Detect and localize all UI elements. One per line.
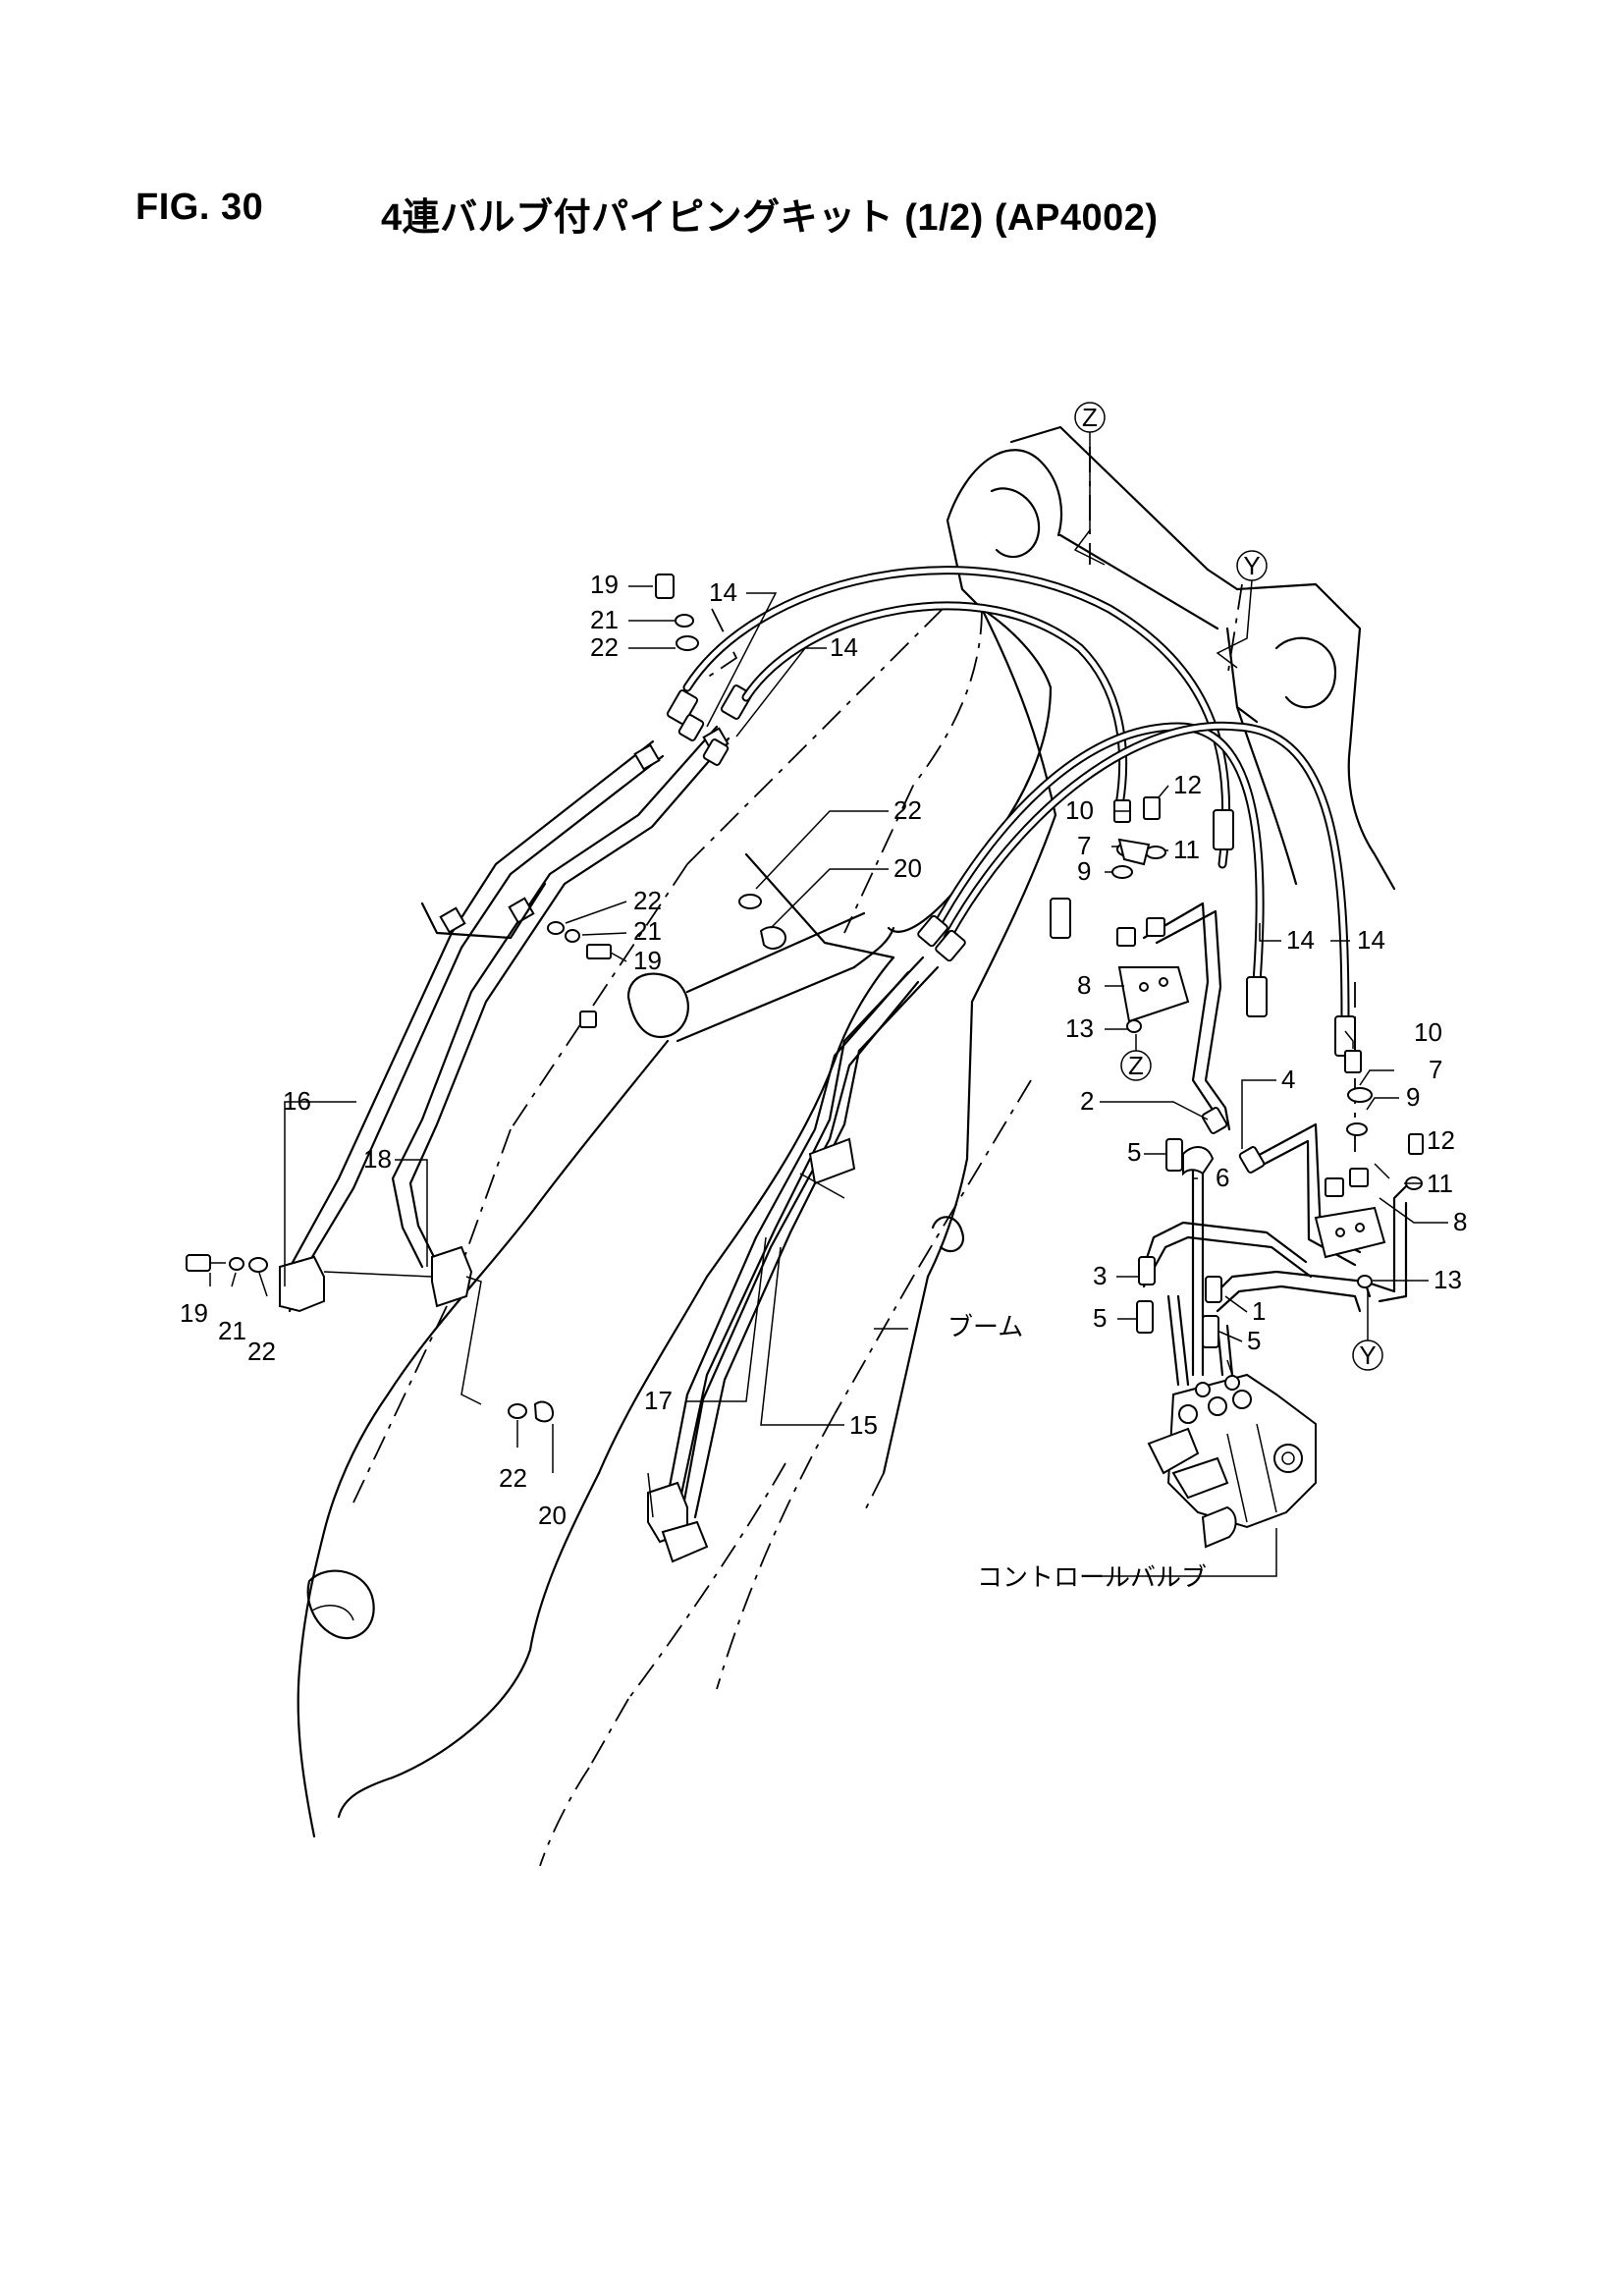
part-label-21-top: 21 [590, 605, 619, 634]
part-label-15: 15 [849, 1410, 878, 1440]
part-label-8-lower: 8 [1453, 1207, 1467, 1236]
part-label-16: 16 [283, 1086, 311, 1116]
part-label-12-upper: 12 [1173, 770, 1202, 799]
part-label-7-upper: 7 [1077, 831, 1091, 860]
part-label-12-lower: 12 [1427, 1125, 1455, 1155]
part-label-17: 17 [644, 1386, 673, 1415]
part-label-6: 6 [1216, 1163, 1229, 1192]
part-label-8-upper: 8 [1077, 970, 1091, 1000]
part-label-2: 2 [1080, 1086, 1094, 1116]
valve-piping [1111, 796, 1424, 1577]
control-valve-label: コントロールバルブ [977, 1563, 1207, 1593]
part-label-19-bottom: 19 [180, 1298, 208, 1328]
part-label-20-mid: 20 [893, 853, 922, 883]
part-label-18: 18 [363, 1144, 392, 1174]
part-label-5-b: 5 [1093, 1303, 1107, 1333]
part-label-3: 3 [1093, 1261, 1107, 1290]
part-label-14-b: 14 [830, 632, 858, 662]
part-label-13-upper: 13 [1065, 1013, 1094, 1043]
part-label-13-lower: 13 [1434, 1265, 1462, 1294]
part-label-9-lower: 9 [1406, 1082, 1420, 1112]
small-hardware [186, 574, 787, 1423]
part-label-4: 4 [1281, 1065, 1295, 1094]
part-label-14-a: 14 [709, 577, 737, 607]
view-marker-z-top-label: Z [1082, 403, 1098, 432]
view-marker-y-top-label: Y [1243, 551, 1260, 580]
part-label-11-lower: 11 [1427, 1169, 1453, 1198]
view-markers: Z Y Z Y [1073, 402, 1383, 1371]
part-number-labels: 19 21 22 14 14 22 20 22 21 19 10 12 7 11… [180, 570, 1467, 1530]
pipe-set-left [278, 684, 753, 1405]
component-annotations: ブーム コントロールバルブ [947, 1313, 1207, 1593]
part-label-11-upper: 11 [1173, 835, 1200, 864]
view-marker-z-bottom-label: Z [1128, 1051, 1144, 1080]
part-label-21-bottom: 21 [218, 1316, 246, 1345]
part-label-1: 1 [1252, 1296, 1266, 1326]
part-label-14-c: 14 [1286, 925, 1315, 955]
part-label-14-d: 14 [1357, 925, 1385, 955]
part-label-9-upper: 9 [1077, 856, 1091, 886]
part-label-21-left: 21 [633, 916, 662, 946]
part-label-19-top: 19 [590, 570, 619, 599]
part-label-22-lower: 22 [499, 1463, 527, 1493]
pipe-set-right [647, 956, 940, 1563]
part-label-22-top: 22 [590, 632, 619, 662]
part-label-7-lower: 7 [1429, 1055, 1442, 1084]
part-label-5-a: 5 [1127, 1137, 1141, 1167]
leader-lines [209, 585, 1448, 1577]
part-label-10-lower: 10 [1414, 1017, 1442, 1047]
figure-number: FIG. 30 [135, 187, 264, 228]
part-label-22-mid: 22 [893, 795, 922, 825]
part-label-5-c: 5 [1247, 1326, 1261, 1355]
part-label-10-upper: 10 [1065, 795, 1094, 825]
part-label-20-lower: 20 [538, 1501, 567, 1530]
part-label-22-bottom: 22 [247, 1337, 276, 1366]
figure-title: 4連バルブ付パイピングキット (1/2) (AP4002) [381, 197, 1159, 239]
boom-label: ブーム [947, 1313, 1023, 1342]
part-label-22-left: 22 [633, 886, 662, 915]
part-label-19-left: 19 [633, 946, 662, 975]
hoses-14 [682, 566, 1356, 1057]
view-marker-y-bottom-label: Y [1359, 1340, 1376, 1370]
